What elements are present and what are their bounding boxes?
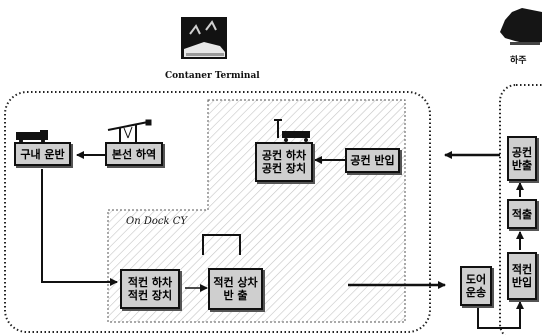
empty-out-box: 공컨 반출	[507, 136, 537, 181]
terminal-label: Contaner Terminal	[165, 71, 260, 81]
arrow-door-to-full-in	[477, 301, 524, 329]
door-transport-label-1: 도어	[465, 273, 487, 286]
shipper-photo	[500, 8, 542, 45]
yard-transport-box: 구내 운반	[14, 142, 71, 166]
yard-area-hatched	[107, 99, 406, 323]
full-unload-label-1: 적컨 하차	[127, 276, 173, 289]
full-in-label-2: 반입	[511, 276, 533, 289]
shipper-label: 하주	[510, 56, 527, 66]
empty-out-label-1: 공컨	[511, 145, 533, 159]
full-unload-box: 적컨 하차 적컨 장치	[120, 269, 180, 309]
full-load-out-box: 적컨 상차 반 출	[208, 268, 263, 310]
full-in-box: 적컨 반입	[507, 252, 537, 300]
arrow-yard-to-ondock	[41, 169, 118, 286]
yard-transport-label: 구내 운반	[20, 147, 65, 161]
loading-box: 적출	[507, 199, 537, 229]
full-unload-label-2: 적컨 장치	[127, 289, 173, 302]
door-transport-label-2: 운송	[465, 286, 487, 299]
door-transport-box: 도어 운송	[460, 266, 492, 306]
terminal-boundary	[4, 91, 431, 333]
empty-in-label: 공컨 반입	[350, 154, 395, 167]
full-load-out-label-2: 반 출	[223, 289, 248, 302]
full-in-label-1: 적컨	[511, 263, 533, 276]
ondock-label: On Dock CY	[126, 216, 187, 227]
empty-unload-box: 공컨 하차 공컨 장치	[255, 142, 313, 182]
empty-out-label-2: 반출	[511, 158, 533, 172]
shipper-boundary	[499, 84, 542, 335]
empty-unload-label-1: 공컨 하차	[261, 149, 307, 162]
container-bracket-icon	[202, 234, 241, 255]
ship-unloading-box: 본선 하역	[105, 142, 163, 166]
empty-in-box: 공컨 반입	[345, 148, 400, 173]
terminal-photo	[181, 17, 227, 59]
loading-label: 적출	[511, 207, 533, 221]
full-load-out-label-1: 적컨 상차	[213, 276, 258, 289]
empty-unload-label-2: 공컨 장치	[261, 162, 307, 175]
forklift-icon	[274, 119, 310, 142]
ship-unloading-label: 본선 하역	[111, 147, 157, 161]
